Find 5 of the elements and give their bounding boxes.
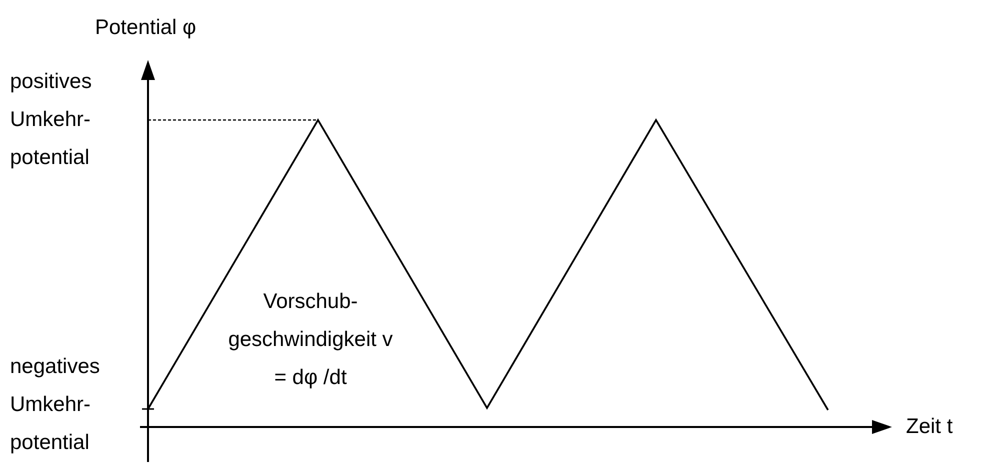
axis-title: Potential φ: [95, 15, 198, 41]
axis-label: negatives Umkehr-potential: [10, 354, 101, 456]
axis-label: positives Umkehr-potential: [10, 69, 93, 171]
axis-title: Zeit t: [906, 414, 954, 440]
annotation: Vorschub-geschwindigkeit v = dφ /dt: [228, 289, 393, 391]
